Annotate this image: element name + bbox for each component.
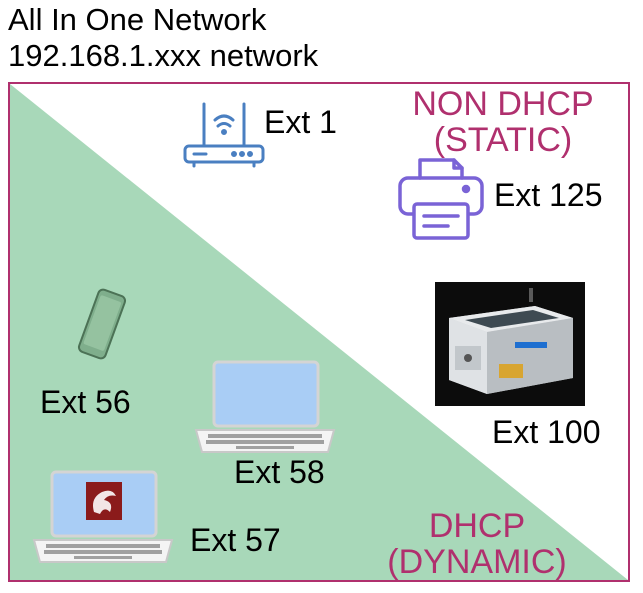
dynamic-zone-label: DHCP (DYNAMIC) bbox=[387, 507, 567, 581]
laser-label: Ext 100 bbox=[492, 414, 601, 450]
laser-cutter-image bbox=[435, 282, 585, 406]
laptop-with-logo-icon bbox=[32, 470, 174, 563]
printer-label: Ext 125 bbox=[494, 177, 603, 213]
page-title: All In One Network bbox=[8, 2, 267, 37]
router-label: Ext 1 bbox=[264, 104, 337, 140]
laptop-b-label: Ext 57 bbox=[190, 522, 281, 558]
router-icon bbox=[183, 102, 265, 168]
network-subtitle: 192.168.1.xxx network bbox=[8, 38, 319, 73]
laptop-a-label: Ext 58 bbox=[234, 454, 325, 490]
static-zone-label: NON DHCP (STATIC) bbox=[412, 85, 594, 159]
network-frame: Ext 1 NON DHCP (STATIC) Ext 125 bbox=[8, 82, 630, 582]
dhcp-region bbox=[10, 84, 628, 580]
laptop-icon bbox=[194, 360, 336, 453]
phone-label: Ext 56 bbox=[40, 384, 131, 420]
printer-icon bbox=[398, 158, 484, 240]
phone-icon bbox=[77, 288, 127, 360]
